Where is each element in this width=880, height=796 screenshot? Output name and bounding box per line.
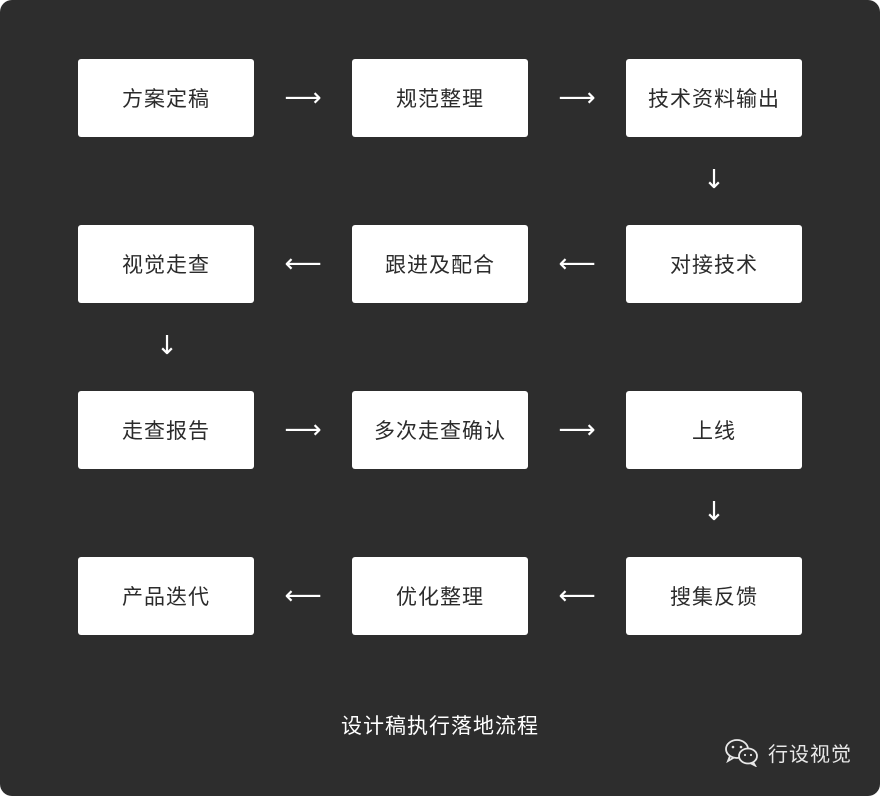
- arrow-down-icon: ↓: [703, 165, 725, 195]
- node-genjin-peihe: 跟进及配合: [352, 225, 528, 303]
- node-youhua-zhengli: 优化整理: [352, 557, 528, 635]
- arrow-left-icon: ⟵: [558, 581, 596, 611]
- arrow-right-icon: ⟶: [284, 83, 322, 113]
- arrow-down-icon: ↓: [156, 331, 178, 361]
- watermark: 行设视觉: [724, 737, 852, 767]
- node-soujie-fankui: 搜集反馈: [626, 557, 802, 635]
- node-duoci-zoucha-queren: 多次走查确认: [352, 391, 528, 469]
- arrow-right-icon: ⟶: [558, 415, 596, 445]
- watermark-text: 行设视觉: [768, 741, 852, 766]
- node-duijie-jishu: 对接技术: [626, 225, 802, 303]
- wechat-icon: [724, 737, 760, 767]
- node-chanpin-diedai: 产品迭代: [78, 557, 254, 635]
- arrow-left-icon: ⟵: [284, 249, 322, 279]
- node-shijue-zoucha: 视觉走查: [78, 225, 254, 303]
- arrow-left-icon: ⟵: [558, 249, 596, 279]
- arrow-down-icon: ↓: [703, 497, 725, 527]
- diagram-caption: 设计稿执行落地流程: [341, 714, 539, 738]
- arrow-left-icon: ⟵: [284, 581, 322, 611]
- arrow-right-icon: ⟶: [284, 415, 322, 445]
- node-fangan-dinggao: 方案定稿: [78, 59, 254, 137]
- node-guifan-zhengli: 规范整理: [352, 59, 528, 137]
- node-shangxian: 上线: [626, 391, 802, 469]
- node-jishu-ziliao-shuchu: 技术资料输出: [626, 59, 802, 137]
- arrow-right-icon: ⟶: [558, 83, 596, 113]
- node-zoucha-baogao: 走查报告: [78, 391, 254, 469]
